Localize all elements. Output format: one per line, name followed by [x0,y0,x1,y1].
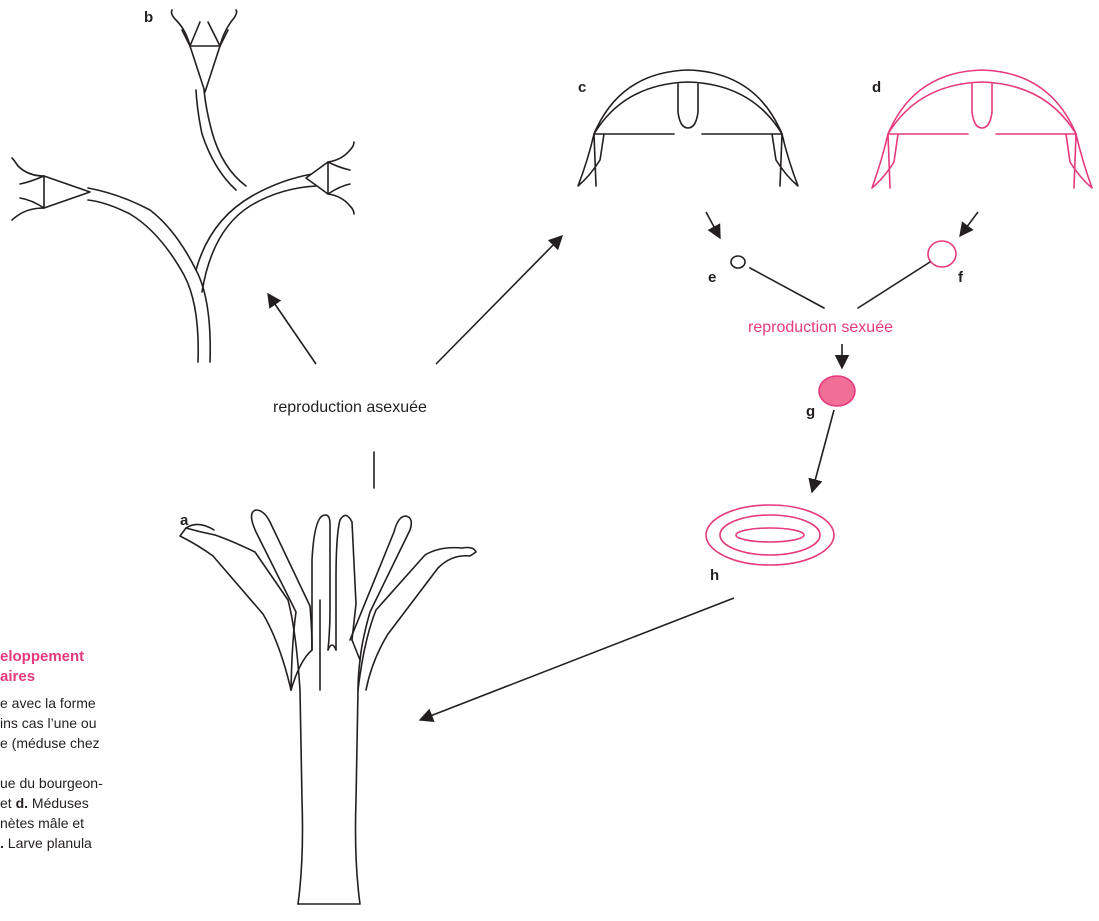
caption-line-6: et d. Méduses [0,795,89,811]
line-f-to-sex [857,261,931,309]
arrow-to-c [435,234,564,365]
caption-line-5: ue du bourgeon- [0,775,103,791]
arrow-d-to-f [959,211,979,238]
caption-line-3: e (méduse chez [0,735,100,751]
colony-b [11,9,355,363]
arrow-g-to-h [808,409,835,494]
caption-title-line-2: aires [0,668,35,685]
sexual-reproduction-label: reproduction sexuée [748,319,893,336]
gamete-e [730,255,746,269]
label-a: a [180,512,189,529]
label-c: c [578,79,586,96]
label-e: e [708,269,716,286]
arrow-c-to-e [705,211,721,240]
planula-h [705,504,835,566]
caption-line-8: . Larve planula [0,835,92,851]
egg-g [818,375,856,407]
label-d: d [872,79,881,96]
caption-line-1: e avec la forme [0,695,96,711]
gamete-f [927,240,957,268]
label-f: f [958,269,964,286]
medusa-d [871,69,1093,189]
arrow-to-b [267,292,317,365]
caption-line-7: nètes mâle et [0,815,84,831]
caption-line-2: ins cas l’une ou [0,715,97,731]
label-h: h [710,567,719,584]
arrow-h-to-a [418,597,735,723]
polyp-a [179,509,477,905]
asexual-reproduction-label: reproduction asexuée [273,399,427,416]
line-e-to-sex [749,267,825,309]
label-g: g [806,403,815,420]
label-b: b [144,9,153,26]
caption-title-line-1: eloppement [0,648,84,665]
medusa-c [577,69,799,187]
